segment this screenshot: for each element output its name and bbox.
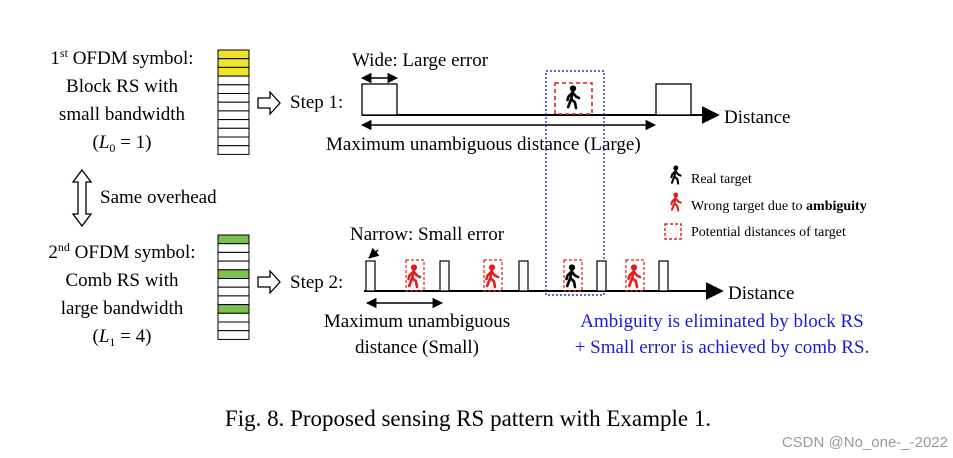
step2-distance-label: Distance: [728, 283, 794, 304]
step1-block-rs-2: [655, 83, 692, 116]
grid-cell: [217, 312, 250, 323]
legend-wrong-label: Wrong target due to ambiguity: [691, 199, 867, 214]
hollow-arrow-step2: [257, 269, 281, 295]
grid-cell: [217, 304, 250, 314]
grid-cell: [217, 286, 250, 297]
double-arrow-icon: [71, 168, 93, 228]
real-target-icon: [565, 263, 580, 289]
comb-tooth: [365, 260, 376, 292]
comb-tooth: [439, 260, 450, 292]
comb-tooth: [596, 260, 607, 292]
narrow-pointer-arrow: [368, 247, 380, 259]
symbol1-line2: Block RS with: [66, 76, 178, 97]
symbol1-param: (L0 = 1): [93, 132, 152, 155]
wrong-target-icon: [627, 263, 642, 289]
grid-cell: [217, 93, 250, 103]
wide-label: Wide: Large error: [352, 50, 489, 71]
figure-caption: Fig. 8. Proposed sensing RS pattern with…: [225, 406, 711, 431]
step2-range-label-2: distance (Small): [355, 337, 479, 358]
highlight-box: [545, 70, 605, 296]
step2-range-label-1: Maximum unambiguous: [324, 311, 510, 332]
grid-cell: [217, 127, 250, 138]
grid-cell: [217, 145, 250, 155]
symbol2-title: 2nd OFDM symbol:: [48, 240, 195, 263]
step2-comb-rs: [365, 260, 669, 292]
symbol2-description: 2nd OFDM symbol: Comb RS with large band…: [48, 240, 195, 349]
symbol1-description: 1st OFDM symbol: Block RS with small ban…: [50, 46, 193, 155]
conclusion-line2: + Small error is achieved by comb RS.: [575, 337, 870, 358]
step2-wrong-target-1: [405, 259, 425, 292]
legend-real-label: Real target: [691, 172, 752, 187]
symbol1-line3: small bandwidth: [59, 104, 186, 125]
comb-tooth: [518, 260, 529, 292]
grid-cell: [217, 84, 250, 95]
symbol2-line3: large bandwidth: [61, 298, 184, 319]
grid-cell: [217, 119, 250, 129]
conclusion-line1: Ambiguity is eliminated by block RS: [580, 311, 863, 332]
same-overhead-label: Same overhead: [100, 187, 217, 208]
legend-potential-label: Potential distances of target: [691, 225, 846, 240]
watermark: CSDN @No_one-_-2022: [782, 434, 948, 451]
narrow-label: Narrow: Small error: [350, 224, 505, 245]
step1-real-target-icon: [566, 84, 581, 110]
step1-range-label: Maximum unambiguous distance (Large): [326, 134, 641, 155]
step1-potential-distance-box: [554, 82, 593, 115]
grid-cell: [217, 136, 250, 147]
grid-cell: [217, 295, 250, 306]
wrong-target-icon: [407, 263, 422, 289]
grid-cell: [217, 101, 250, 112]
grid-cell: [217, 234, 250, 245]
symbol1-title: 1st OFDM symbol:: [50, 46, 193, 69]
grid-cell: [217, 49, 250, 60]
legend-potential-icon: [664, 223, 682, 240]
grid-cell: [217, 321, 250, 332]
grid-cell: [217, 243, 250, 253]
hollow-arrow-step1: [257, 90, 281, 116]
step1-distance-label: Distance: [724, 107, 790, 128]
grid-cell: [217, 66, 250, 77]
grid-cell: [217, 278, 250, 288]
step2-real-target: [563, 259, 583, 292]
grid-cell: [217, 58, 250, 68]
step2-wrong-target-3: [625, 259, 645, 292]
grid-cell: [217, 110, 250, 121]
grid-cell: [217, 269, 250, 279]
legend: Real target Wrong target due to ambiguit…: [664, 164, 867, 240]
wrong-target-icon: [485, 263, 500, 289]
step1-block-rs-1: [361, 83, 398, 116]
legend-real-target-icon: [670, 164, 682, 185]
step2-label: Step 2:: [290, 272, 343, 293]
comb-tooth: [658, 260, 669, 292]
step1-label: Step 1:: [290, 92, 343, 113]
grid-cell: [217, 330, 250, 340]
step2-wrong-target-2: [483, 259, 503, 292]
symbol2-line2: Comb RS with: [66, 270, 179, 291]
symbol1-resource-grid: [217, 49, 250, 155]
grid-cell: [217, 260, 250, 271]
symbol2-param: (L1 = 4): [93, 326, 152, 349]
grid-cell: [217, 251, 250, 262]
grid-cell: [217, 75, 250, 86]
legend-wrong-target-icon: [670, 191, 682, 212]
symbol2-resource-grid: [217, 234, 250, 340]
